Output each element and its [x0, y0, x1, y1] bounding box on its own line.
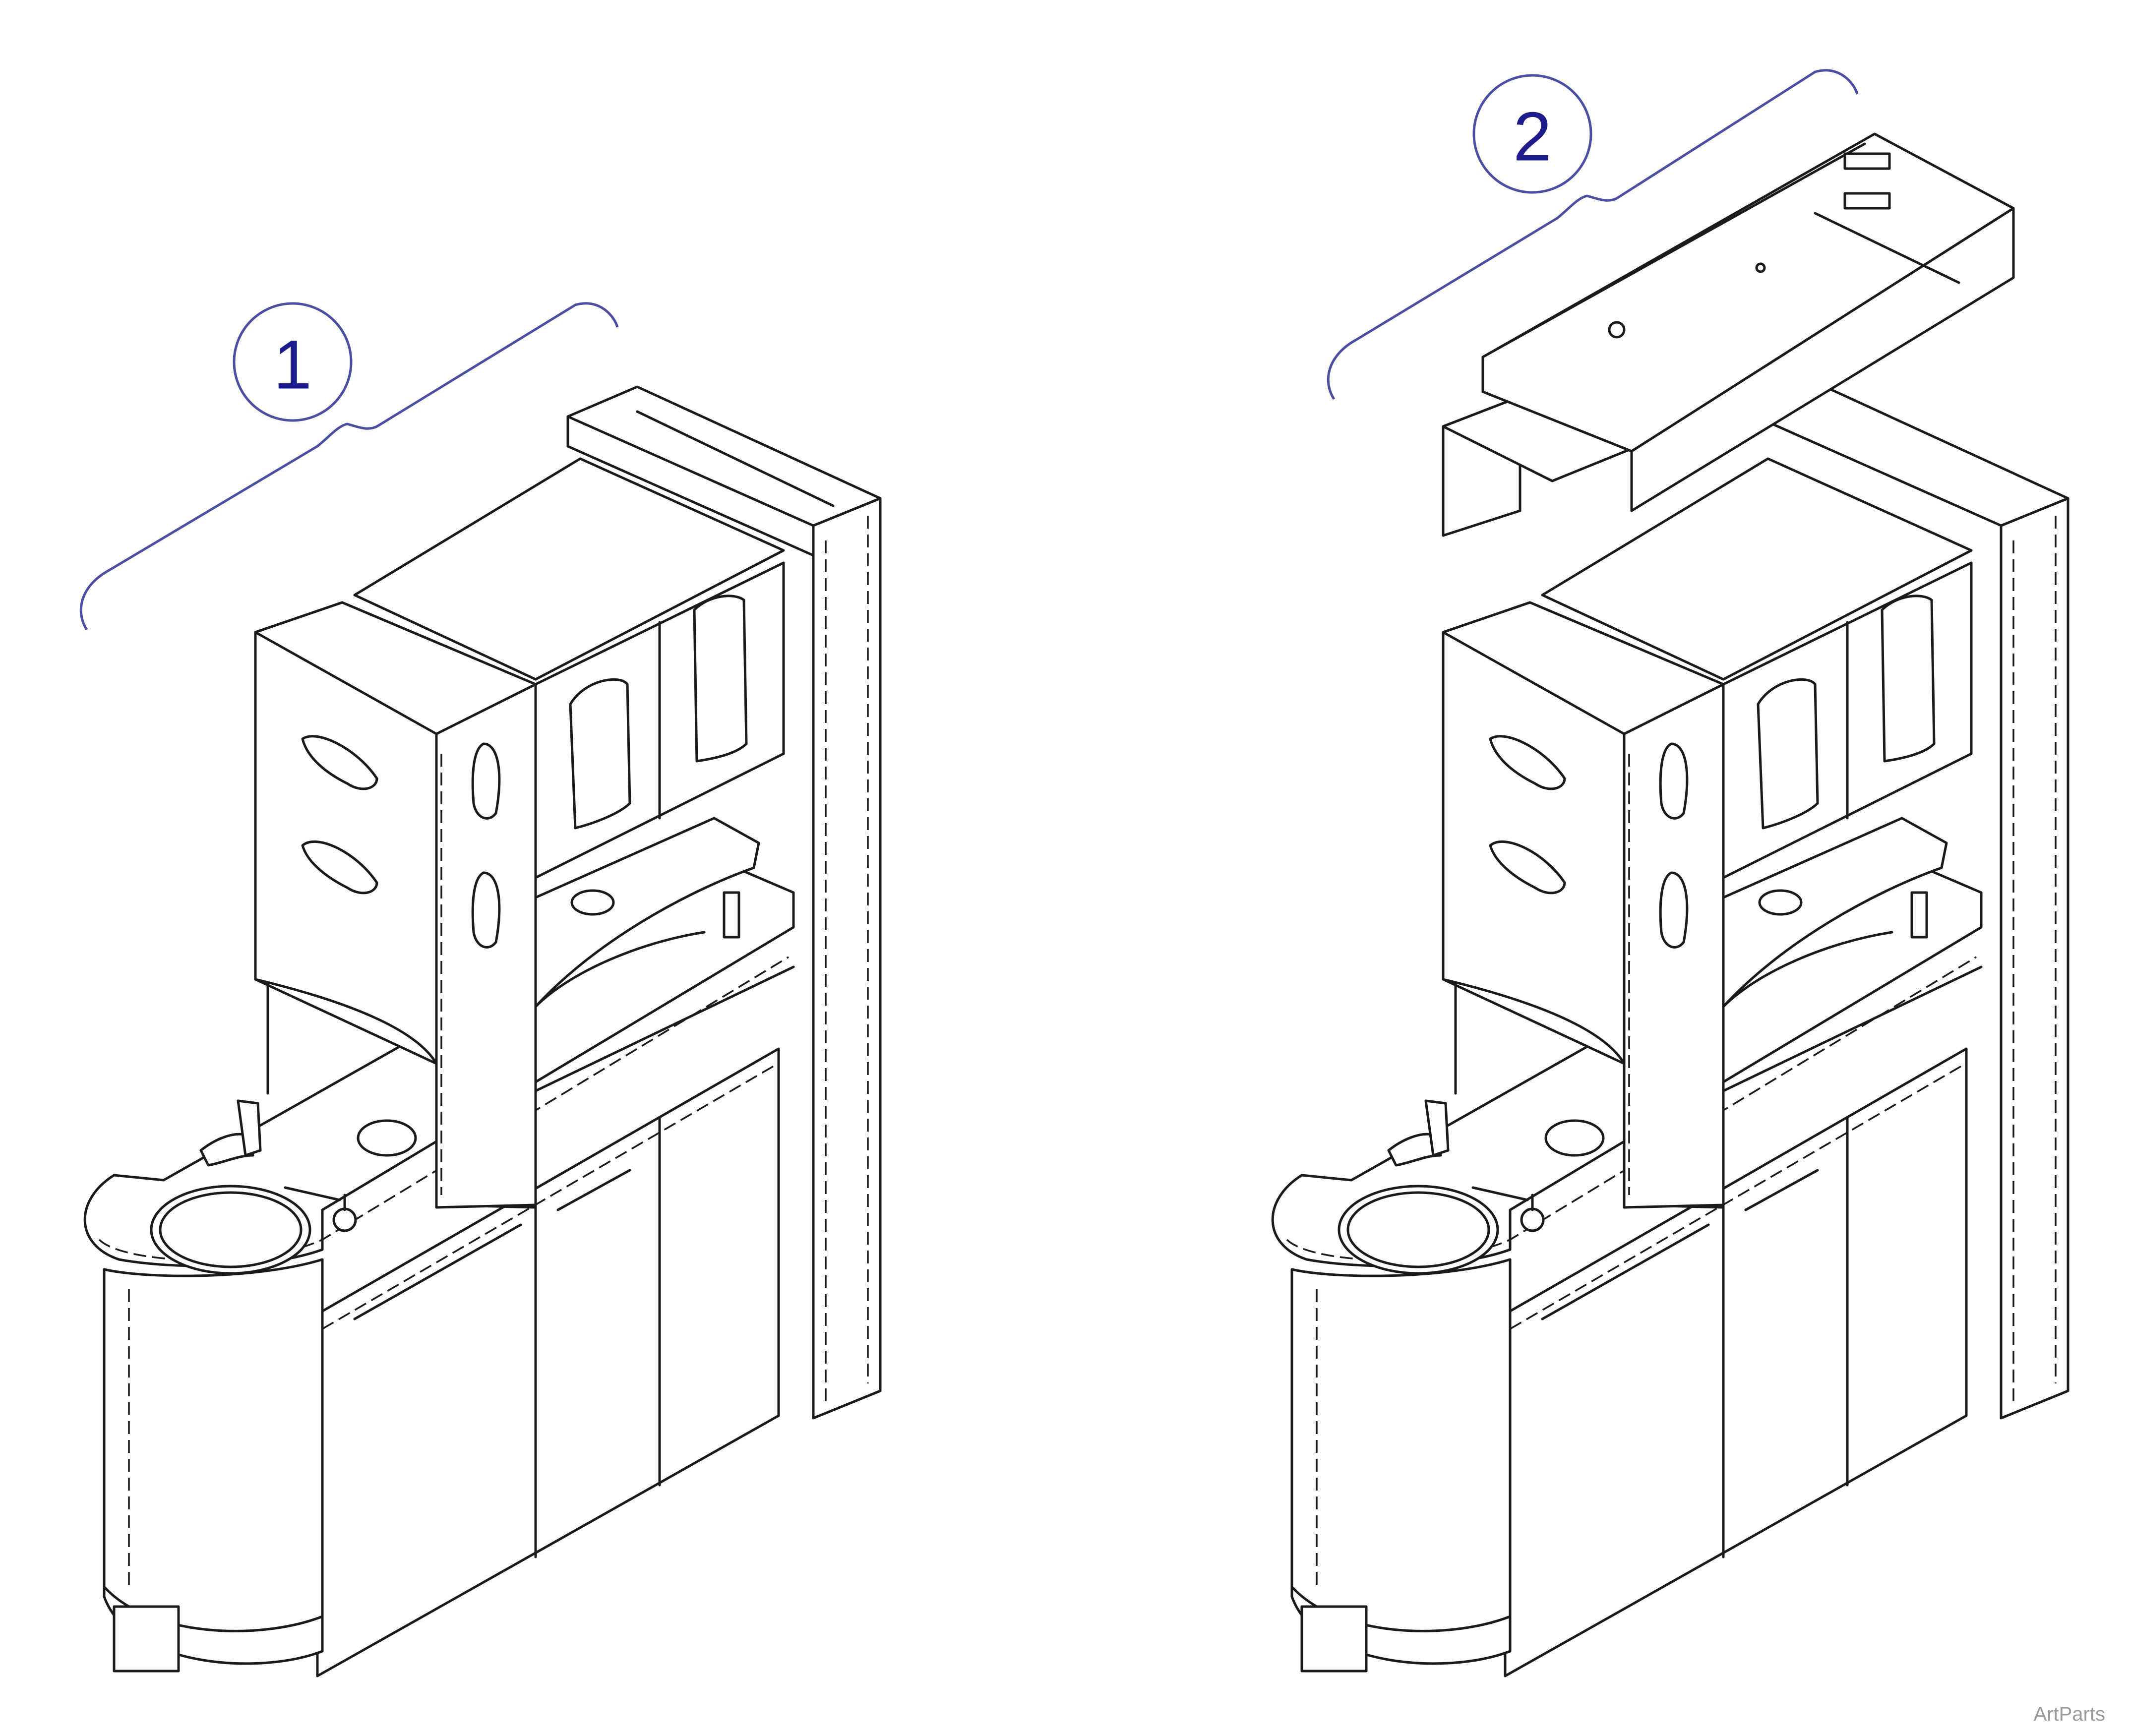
callout-1: 1	[79, 302, 619, 631]
callout-1-number: 1	[273, 326, 312, 404]
artparts-watermark: ArtParts	[2034, 1703, 2105, 1725]
callout-1-bracket	[79, 302, 619, 631]
assembly-2	[1273, 387, 2068, 1676]
assembly-1	[85, 387, 880, 1676]
callout-2-circle	[1472, 74, 1592, 194]
callout-2-bracket	[1327, 69, 1859, 400]
callout-1-circle	[233, 302, 353, 422]
top-box-assembly	[1442, 132, 2015, 537]
callout-2-number: 2	[1513, 98, 1552, 176]
callout-2: 2	[1327, 69, 1859, 400]
